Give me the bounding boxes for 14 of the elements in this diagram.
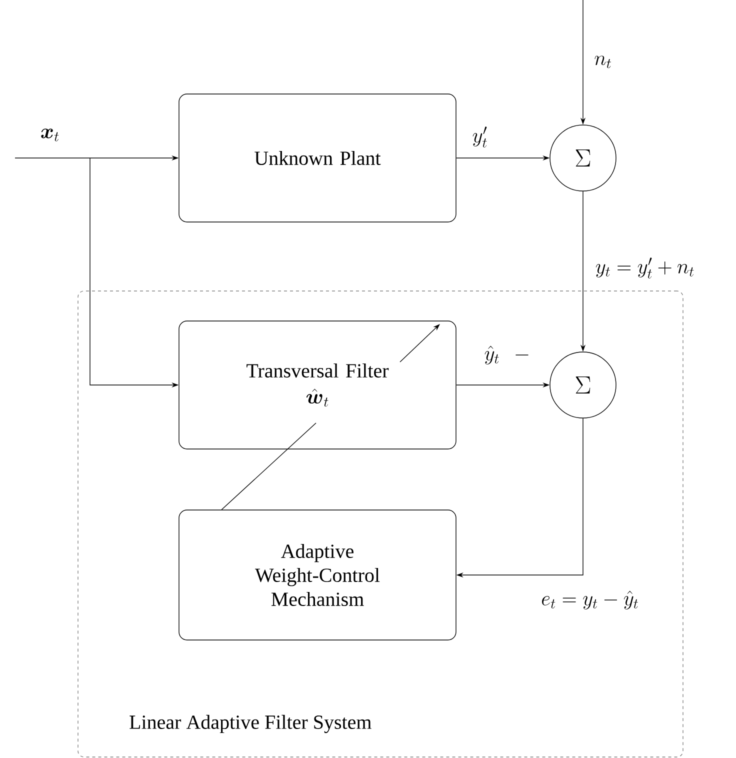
process-box: Transversal Filter $\hat{\boldsymbol{w}}_t$	[178, 320, 456, 450]
edge-label: $y_t = y'_t + n_t$	[596, 258, 694, 278]
edge-label: $e_t = y_t - \hat{y}_t$	[542, 590, 638, 610]
connector-line	[221, 422, 316, 510]
system-title: Linear Adaptive Filter System	[130, 714, 372, 734]
summing-junction: $\Sigma$	[550, 124, 616, 192]
edge-label: $\boldsymbol{x}_t$	[41, 128, 59, 142]
summing-junction: $\Sigma$	[550, 352, 616, 418]
process-box: Adaptive Weight-Control Mechanism	[178, 510, 456, 640]
sign-label: $-$	[516, 354, 528, 356]
edge-label: $\hat{y}_t$	[484, 346, 499, 364]
edge-label: $n_t$	[594, 56, 611, 68]
process-box: Unknown Plant	[178, 94, 456, 222]
edge-label: $y'_t$	[472, 126, 487, 148]
